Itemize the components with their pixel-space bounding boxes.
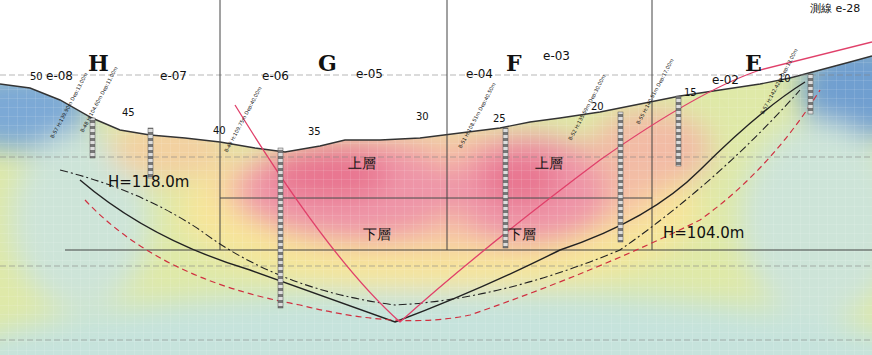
section-label: e-03 (543, 50, 570, 62)
section-letter: G (318, 52, 337, 74)
borehole-label: B-51 H:108.51m Dep:40.50m (458, 82, 497, 149)
section-letter: E (745, 52, 762, 74)
section-label: 下層 (508, 227, 536, 241)
section-label: 45 (122, 108, 135, 118)
section-letter: F (506, 52, 522, 74)
section-label: 30 (416, 112, 429, 122)
section-label: 下層 (363, 227, 391, 241)
section-label: 40 (213, 126, 226, 136)
section-label: 25 (493, 114, 506, 124)
section-label: e-07 (160, 70, 187, 82)
section-label: 測線 e-28 (810, 3, 860, 14)
section-label: e-08 (46, 70, 73, 82)
borehole-label: B-55 H:140.51m Dep:17.00m (636, 58, 675, 125)
borehole-label: B-57 H:142.42m Dep:13.00m (760, 48, 799, 115)
section-letter: H (88, 52, 109, 74)
section-label: H=118.0m (108, 175, 189, 190)
section-label: H=104.0m (663, 226, 744, 241)
section-label: e-02 (712, 74, 739, 86)
borehole-label: B-49 H:109.75m Dep:40.00m (224, 86, 263, 153)
section-label: 50 (30, 72, 43, 82)
section-label: e-05 (356, 68, 383, 80)
section-label: e-06 (262, 70, 289, 82)
section-label: e-04 (466, 68, 493, 80)
section-label: 15 (684, 88, 697, 98)
section-label: 上層 (535, 156, 563, 170)
section-label: 上層 (348, 156, 376, 170)
section-label: 35 (308, 127, 321, 137)
section-label: 20 (591, 102, 604, 112)
